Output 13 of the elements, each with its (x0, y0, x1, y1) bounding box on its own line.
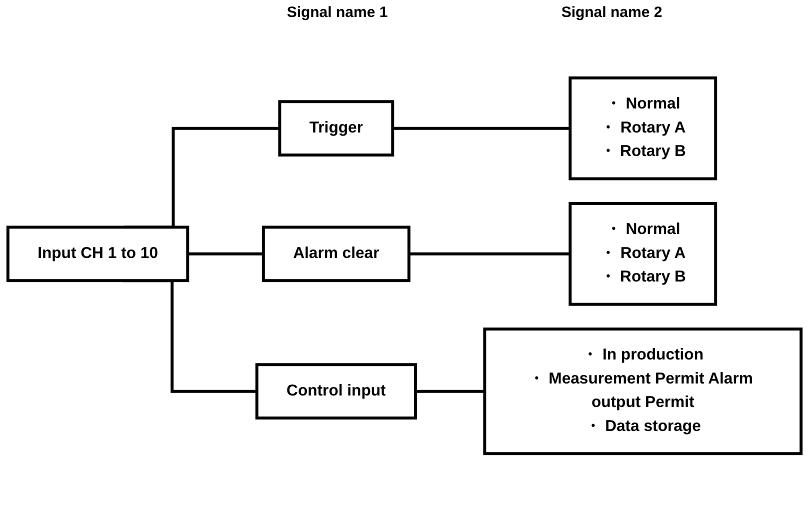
node-box: ・ Normal ・ Rotary A ・ Rotary B (568, 202, 718, 306)
node-box: Trigger (278, 100, 394, 157)
node-box: ・ Normal ・ Rotary A ・ Rotary B (568, 76, 718, 180)
node-box: Input CH 1 to 10 (6, 226, 190, 282)
node-box: ・ In production ・ Measurement Permit Alarm output Permit ・ Data storage (483, 328, 803, 456)
node-box: Alarm clear (262, 226, 410, 282)
connector (188, 252, 264, 256)
column-heading: Signal name 1 (286, 4, 388, 21)
connector (392, 127, 570, 130)
connector (408, 252, 570, 256)
node-box: Control input (255, 363, 417, 420)
column-heading: Signal name 2 (561, 4, 662, 21)
connector (415, 390, 485, 394)
